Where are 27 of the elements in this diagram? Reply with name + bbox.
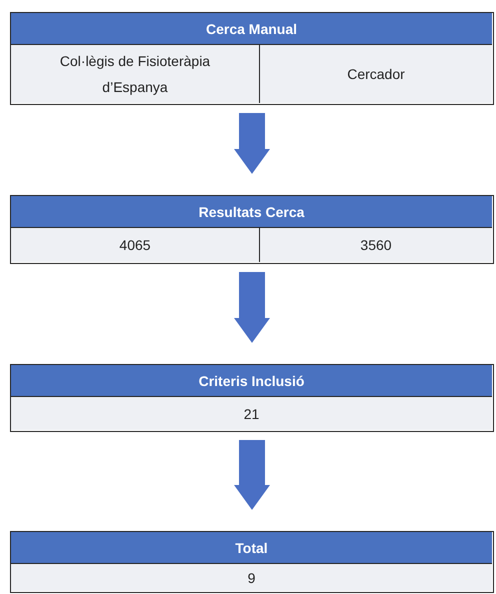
cell-text: 21: [244, 404, 260, 424]
table-cell: [259, 45, 492, 103]
cell-text: 9: [248, 568, 256, 588]
cell-text: Cercador: [347, 65, 405, 84]
table-header: [11, 532, 492, 564]
table-cell: [11, 564, 492, 591]
table-header: [11, 365, 492, 397]
cell-text: Col·lègis de Fisioteràpia d’Espanya: [58, 52, 212, 97]
cell-text: Total: [235, 540, 268, 556]
table-box: [10, 364, 494, 432]
cell-text: 3560: [360, 236, 392, 255]
table-cell: [259, 228, 492, 262]
table-cell: [11, 397, 492, 430]
cell-text: Cerca Manual: [206, 20, 298, 36]
arrow: [234, 440, 270, 510]
table-box: [10, 531, 494, 593]
table-cell: [11, 45, 259, 103]
table-header: [11, 13, 492, 45]
table-cell: [11, 228, 259, 262]
cell-text: Criteris Inclusió: [198, 372, 304, 388]
cell-text: Resultats Cerca: [198, 204, 304, 220]
arrow: [234, 272, 270, 343]
arrow: [234, 113, 270, 174]
table-box: [10, 12, 494, 105]
cell-text: 4065: [119, 236, 151, 255]
table-header: [11, 196, 492, 228]
table-box: [10, 195, 494, 264]
